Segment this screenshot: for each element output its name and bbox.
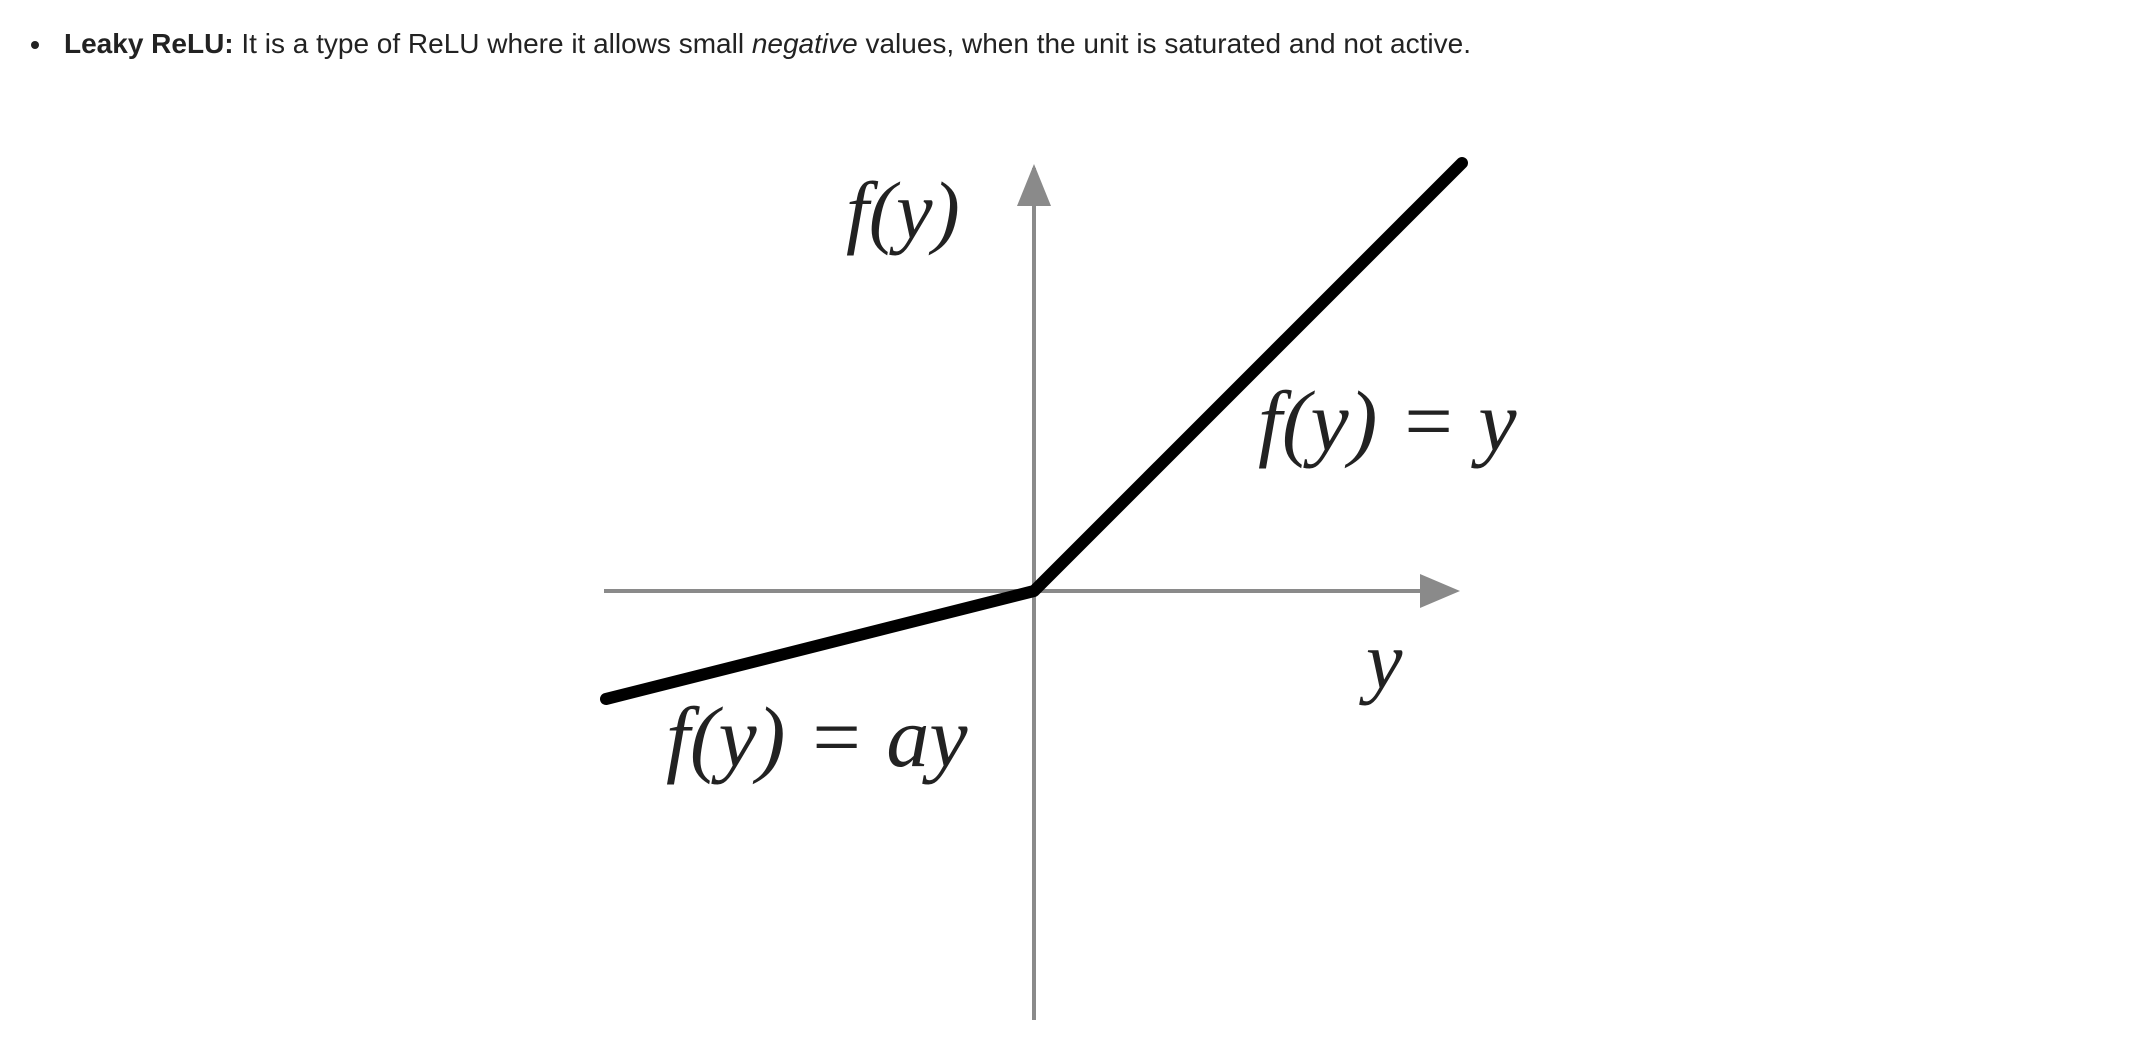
- negative-region-label: f(y) = ay: [666, 689, 968, 785]
- bullet-emphasis: negative: [751, 28, 858, 59]
- leaky-relu-curve: [600, 157, 1468, 705]
- definition-list: Leaky ReLU: It is a type of ReLU where i…: [30, 27, 1471, 61]
- leaky-relu-bullet: Leaky ReLU: It is a type of ReLU where i…: [30, 27, 1471, 61]
- y-axis-label: f(y): [846, 165, 960, 256]
- x-axis-arrowhead-icon: [1420, 574, 1460, 608]
- bullet-dot-icon: [31, 41, 39, 49]
- bullet-term: Leaky ReLU:: [64, 28, 234, 59]
- positive-region-label: f(y) = y: [1258, 373, 1517, 469]
- x-axis-label: y: [1359, 615, 1403, 706]
- bullet-text-before: It is a type of ReLU where it allows sma…: [233, 28, 752, 59]
- y-axis-arrowhead-icon: [1017, 164, 1051, 206]
- bullet-text-after: values, when the unit is saturated and n…: [857, 28, 1471, 59]
